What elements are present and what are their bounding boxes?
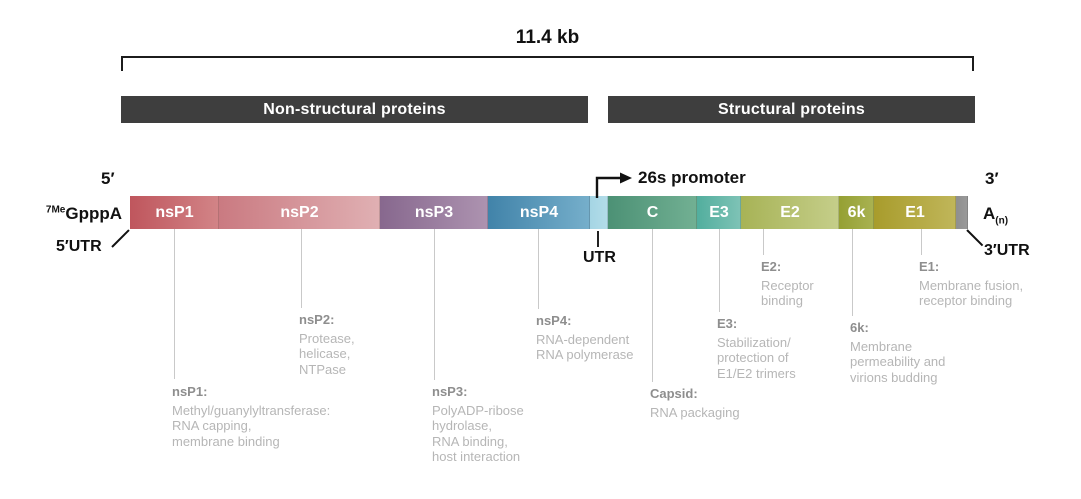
scale-bracket	[121, 56, 974, 58]
annotation-nsp2: nsP2: Protease,helicase,NTPase	[299, 312, 355, 377]
subgenomic-utr-leader-line	[597, 231, 599, 247]
annotation-title: nsP2:	[299, 312, 335, 327]
genome-length-label: 11.4 kb	[515, 27, 580, 48]
segment-6k: 6k	[839, 196, 874, 229]
annotation-title: E1:	[919, 259, 940, 274]
annotation-e1: E1: Membrane fusion,receptor binding	[919, 259, 1023, 309]
annotation-title: E3:	[717, 316, 738, 331]
poly-a-text: A	[983, 204, 996, 223]
segment-e1: E1	[874, 196, 956, 229]
subgenomic-utr-label: UTR	[583, 249, 616, 266]
connector-line-nsp4	[538, 229, 539, 309]
five-utr-label: 5′UTR	[56, 238, 102, 255]
scale-bracket-tick-right	[972, 56, 974, 71]
connector-line-nsp2	[301, 229, 302, 308]
connector-line-capsid	[652, 229, 653, 382]
segment-nsp2: nsP2	[219, 196, 380, 229]
promoter-26s-label: 26s promoter	[638, 168, 746, 187]
cap-superscript: 7Me	[45, 204, 66, 216]
connector-line-nsp1	[174, 229, 175, 379]
scale-bracket-tick-left	[121, 56, 123, 71]
poly-a-label: A(n)	[983, 204, 1008, 226]
three-prime-label: 3′	[985, 169, 999, 188]
annotation-nsp1: nsP1: Methyl/guanylyltransferase:RNA cap…	[172, 384, 330, 449]
nonstructural-proteins-header: Non-structural proteins	[121, 96, 588, 123]
annotation-title: 6k:	[850, 320, 869, 335]
annotation-title: Capsid:	[650, 386, 698, 401]
connector-line-e1	[921, 229, 922, 255]
three-utr-leader-line	[966, 229, 984, 247]
poly-a-subscript: (n)	[995, 215, 1009, 227]
annotation-text: Membrane fusion,receptor binding	[919, 277, 1024, 309]
connector-line-e3	[719, 229, 720, 312]
annotation-title: nsP1:	[172, 384, 208, 399]
structural-proteins-header: Structural proteins	[608, 96, 975, 123]
segment-capsid: C	[608, 196, 697, 229]
five-prime-label: 5′	[101, 169, 115, 188]
segment-e3: E3	[697, 196, 741, 229]
three-utr-label: 3′UTR	[984, 242, 1030, 259]
genome-bar: nsP1 nsP2 nsP3 nsP4 C E3 E2 6k E1	[130, 196, 968, 229]
segment-nsp3: nsP3	[380, 196, 488, 229]
annotation-text: Methyl/guanylyltransferase:RNA capping,m…	[172, 402, 331, 449]
annotation-capsid: Capsid: RNA packaging	[650, 386, 740, 420]
annotation-title: nsP4:	[536, 313, 572, 328]
cap-text: GpppA	[65, 204, 122, 223]
annotation-text: RNA packaging	[650, 404, 740, 420]
annotation-text: Protease,helicase,NTPase	[299, 330, 355, 377]
five-utr-leader-line	[111, 229, 130, 248]
segment-e2: E2	[741, 196, 839, 229]
segment-3end-cap	[956, 196, 968, 229]
segment-utr-junction	[590, 196, 608, 229]
connector-line-6k	[852, 229, 853, 316]
cap-gppp-label: 7MeGpppA	[0, 204, 122, 224]
annotation-title: E2:	[761, 259, 782, 274]
annotation-title: nsP3:	[432, 384, 468, 399]
connector-line-e2	[763, 229, 764, 255]
segment-nsp1: nsP1	[130, 196, 219, 229]
connector-line-nsp3	[434, 229, 435, 380]
segment-nsp4: nsP4	[488, 196, 590, 229]
promoter-arrow-icon	[595, 172, 632, 198]
